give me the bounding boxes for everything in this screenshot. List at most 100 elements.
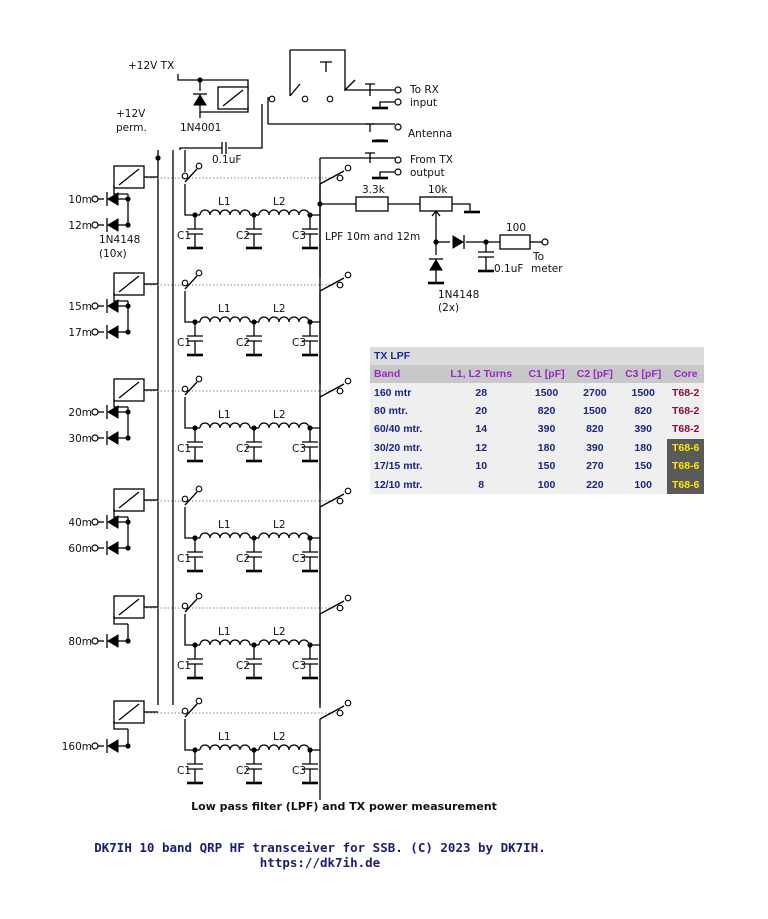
inductor-l1 (199, 744, 251, 751)
junction-dot (317, 201, 323, 207)
terminal (394, 98, 402, 106)
wire (365, 152, 375, 163)
label-l1: L1 (218, 303, 231, 315)
label-to-meter: meter (531, 263, 563, 275)
relay-switch (319, 277, 345, 292)
label-c2: C2 (236, 765, 250, 777)
potentiometer-10k (419, 196, 453, 212)
footer: DK7IH 10 band QRP HF transceiver for SSB… (80, 840, 560, 870)
diode-1n4148-detector (452, 235, 464, 249)
relay-contact (195, 269, 203, 277)
relay-contact (195, 375, 203, 383)
wire (177, 74, 249, 90)
caption: Low pass filter (LPF) and TX power measu… (0, 800, 768, 813)
label-band-input: 12m (68, 220, 92, 232)
table-cell-core: T68-2 (667, 383, 704, 402)
relay-switch (319, 383, 345, 398)
relay-contact (344, 594, 352, 602)
diode-band-select (107, 299, 119, 313)
diode-band-select (107, 192, 119, 206)
relay-contact (181, 707, 189, 715)
wire (184, 291, 195, 323)
diode-1n4001 (193, 94, 207, 106)
table-cell: 12 (440, 438, 523, 457)
table-cell: 270 (570, 456, 620, 476)
wire (184, 184, 195, 216)
label-c2: C2 (236, 660, 250, 672)
terminal (394, 168, 402, 176)
label-band-input: 40m (68, 517, 92, 529)
inductor-l2 (258, 209, 310, 216)
label-l1: L1 (218, 519, 231, 531)
wire (113, 721, 128, 730)
relay-switch (184, 703, 198, 718)
label-c2: C2 (236, 337, 250, 349)
relay-contact (195, 592, 203, 600)
table-cell: 150 (522, 456, 571, 476)
label-to-rx: input (410, 97, 437, 109)
diode-band-select (107, 218, 119, 232)
wire (113, 509, 128, 518)
table-cell: 150 (619, 456, 668, 476)
diode-band-select (107, 405, 119, 419)
wire (184, 507, 195, 539)
table-cell: 10 (440, 456, 523, 476)
table-cell: 80 mtr. (370, 401, 441, 421)
relay-diagonal (118, 703, 140, 721)
wire (379, 101, 395, 108)
resistor-100 (499, 234, 531, 250)
diode-band-select (107, 739, 119, 753)
relay-contact (181, 495, 189, 503)
relay-switch (184, 598, 198, 613)
table-cell-core: T68-6 (667, 456, 704, 476)
inductor-l2 (258, 639, 310, 646)
label-from-tx: output (410, 167, 445, 179)
label-c3: C3 (292, 230, 306, 242)
footer-line: DK7IH 10 band QRP HF transceiver for SSB… (94, 840, 546, 855)
terminal (394, 86, 402, 94)
relay-switch (319, 493, 345, 508)
coupling-capacitor (221, 142, 227, 154)
table-cell: 390 (619, 420, 668, 439)
table-cell: 8 (440, 475, 523, 494)
label-to-rx: To RX (409, 84, 439, 96)
label-c1: C1 (177, 553, 191, 565)
label-c1: C1 (177, 230, 191, 242)
label-l2: L2 (273, 626, 286, 638)
label-1n4148-sel: 1N4148 (99, 234, 140, 246)
inductor-l2 (258, 744, 310, 751)
relay-switch (184, 381, 198, 396)
diode-band-select (107, 634, 119, 648)
label-c3: C3 (292, 765, 306, 777)
table-cell-core: T68-2 (667, 401, 704, 421)
label-l2: L2 (273, 303, 286, 315)
table-row: 17/15 mtr. 10 150 270 150 T68-6 (370, 456, 704, 476)
resistor-3.3k (355, 196, 389, 212)
diode-1n4148-detector (429, 259, 443, 271)
table-header: C2 [pF] (570, 365, 620, 384)
label-c3: C3 (292, 553, 306, 565)
footer-url: https://dk7ih.de (259, 855, 381, 870)
table-header: C1 [pF] (522, 365, 571, 384)
table-cell: 1500 (619, 383, 668, 402)
label-12v-perm: perm. (116, 122, 147, 134)
label-c1: C1 (177, 765, 191, 777)
label-band-input: 20m (68, 407, 92, 419)
terminal (91, 302, 99, 310)
label-0.1uF: 0.1uF (212, 154, 241, 166)
label-1n4001: 1N4001 (180, 122, 221, 134)
terminal (91, 408, 99, 416)
wire (113, 293, 128, 302)
table-cell: 1500 (522, 383, 571, 402)
label-band-input: 15m (68, 301, 92, 313)
inductor-l1 (199, 209, 251, 216)
pot-wiper (431, 209, 441, 242)
diode-band-select (107, 515, 119, 529)
table-cell-core: T68-2 (667, 420, 704, 439)
label-to-meter: To (532, 251, 544, 263)
table-cell: 180 (522, 438, 571, 457)
relay-diagonal (118, 598, 140, 616)
table-cell: 30/20 mtr. (370, 438, 441, 457)
table-cell: 17/15 mtr. (370, 456, 441, 476)
